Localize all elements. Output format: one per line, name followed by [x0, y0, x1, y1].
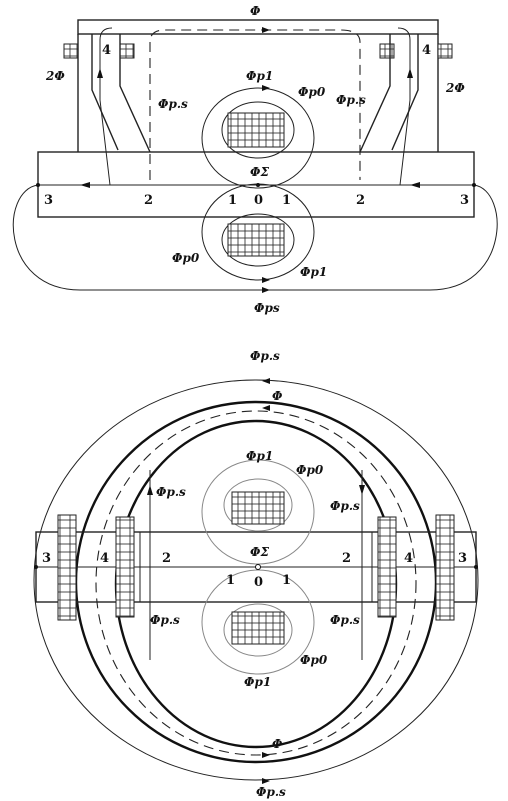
bottom-lower-coil-inner — [223, 603, 293, 657]
top-coil-inner-ring — [221, 101, 295, 159]
top-flux-right-loop — [397, 27, 411, 186]
top-right-leg — [359, 34, 419, 153]
top-center-dot — [256, 183, 260, 187]
top-node-3r — [472, 183, 476, 187]
top-label-3-right: 3 — [460, 193, 469, 208]
bottom-arrow-left-up — [147, 485, 153, 495]
bottom-label-phi-p0-lower: Φp0 — [300, 653, 328, 667]
bottom-node-3l — [34, 565, 38, 569]
top-label-phi-p1: Φp1 — [246, 69, 273, 83]
top-arrow-bar-left — [80, 182, 90, 188]
bottom-label-0: 0 — [254, 575, 263, 590]
bottom-label-1-right: 1 — [282, 573, 291, 588]
top-label-phi-sigma: ΦΣ — [250, 165, 269, 179]
bottom-label-4-right: 4 — [404, 551, 413, 566]
top-flux-left-loop — [99, 27, 113, 186]
top-node-3l — [36, 183, 40, 187]
top-arrow-left-up — [97, 68, 103, 78]
top-diagram: Φ 4 4 2Φ 2Φ Φp1 Φp0 Φp.s Φp.s ΦΣ 3 2 1 0… — [12, 4, 498, 315]
top-label-2phi-right: 2Φ — [445, 81, 465, 95]
top-label-1-left: 1 — [228, 193, 237, 208]
bottom-label-phi-ps-bottom: Φp.s — [256, 785, 286, 799]
bottom-label-phi: Φ — [272, 389, 283, 403]
top-label-3-left: 3 — [44, 193, 53, 208]
top-yoke — [77, 19, 439, 35]
top-arrow-bottom — [262, 287, 270, 293]
bottom-coil-far-left — [57, 514, 77, 621]
top-label-2-left: 2 — [144, 193, 153, 208]
bottom-label-phi-p1-lower: Φp1 — [244, 675, 271, 689]
top-label-4-left: 4 — [102, 43, 111, 58]
top-coil-outer-ring — [201, 87, 315, 189]
coil-small-left2 — [119, 43, 135, 59]
bottom-label-phi-lower: Φ — [272, 737, 283, 751]
bottom-center-dot — [255, 564, 261, 570]
coil-small-right — [379, 43, 395, 59]
bottom-label-3-left: 3 — [42, 551, 51, 566]
top-label-phi-ps-left: Φp.s — [158, 97, 188, 111]
top-coil-winding — [227, 112, 285, 148]
bottom-label-phi-ps-lr: Φp.s — [330, 613, 360, 627]
bottom-flux-ring — [95, 410, 417, 756]
bottom-coil-left — [115, 516, 135, 618]
top-label-phi: Φ — [250, 4, 261, 18]
top-label-phi-p0-lower: Φp0 — [172, 251, 200, 265]
top-label-phi-p1-lower: Φp1 — [300, 265, 327, 279]
bottom-label-4-left: 4 — [100, 551, 109, 566]
bottom-coil-far-right — [435, 514, 455, 621]
bottom-upper-coil-inner — [223, 478, 293, 532]
bottom-label-phi-ps-top: Φp.s — [250, 349, 280, 363]
top-label-1-right: 1 — [282, 193, 291, 208]
bottom-arrow-lower — [262, 752, 270, 758]
bottom-coil-winding — [227, 223, 285, 257]
bottom-label-1-left: 1 — [226, 573, 235, 588]
bottom-label-phi-ps-ul: Φp.s — [156, 485, 186, 499]
bottom-outer-thin-loop — [33, 379, 479, 781]
top-arrow-bar-right — [410, 182, 420, 188]
top-label-2phi-left: 2Φ — [45, 69, 65, 83]
bottom-label-phi-p1: Φp1 — [246, 449, 273, 463]
bottom-label-phi-ps-ur: Φp.s — [330, 499, 360, 513]
top-label-0: 0 — [254, 193, 263, 208]
bottom-label-2-right: 2 — [342, 551, 351, 566]
top-arrow-ring-lower — [262, 277, 270, 283]
top-left-leg — [91, 34, 151, 153]
bottom-label-phi-ps-ll: Φp.s — [150, 613, 180, 627]
coil-small-left — [63, 43, 79, 59]
bottom-arrow-right-down — [359, 485, 365, 495]
bottom-arrow-top — [262, 378, 270, 384]
top-label-4-right: 4 — [422, 43, 431, 58]
bottom-label-phi-sigma: ΦΣ — [250, 545, 269, 559]
bottom-upper-coil-winding — [231, 491, 285, 525]
bottom-arrow-phi — [262, 405, 270, 411]
bottom-label-phi-p0: Φp0 — [296, 463, 324, 477]
top-outer-loop — [12, 184, 498, 291]
bottom-coil-inner-ring — [221, 213, 295, 267]
bottom-diagram: Φp.s Φ Φp1 Φp0 Φp.s Φp.s 3 4 2 ΦΣ 2 4 3 … — [33, 349, 479, 799]
top-flux-dash-left — [149, 29, 361, 180]
bottom-lower-coil-winding — [231, 611, 285, 645]
top-arrow-phi — [262, 27, 270, 33]
coil-small-right2 — [437, 43, 453, 59]
bottom-label-2-left: 2 — [162, 551, 171, 566]
bottom-label-3-right: 3 — [458, 551, 467, 566]
top-arrow-ring — [262, 85, 270, 91]
bottom-arrow-bottom — [262, 778, 270, 784]
top-label-2-right: 2 — [356, 193, 365, 208]
bottom-coil-right — [377, 516, 397, 618]
top-label-phi-ps-bottom: Φps — [254, 301, 280, 315]
top-label-phi-ps-right: Φp.s — [336, 93, 366, 107]
bottom-node-3r — [474, 565, 478, 569]
top-arrow-right-up — [407, 68, 413, 78]
top-label-phi-p0: Φp0 — [298, 85, 326, 99]
